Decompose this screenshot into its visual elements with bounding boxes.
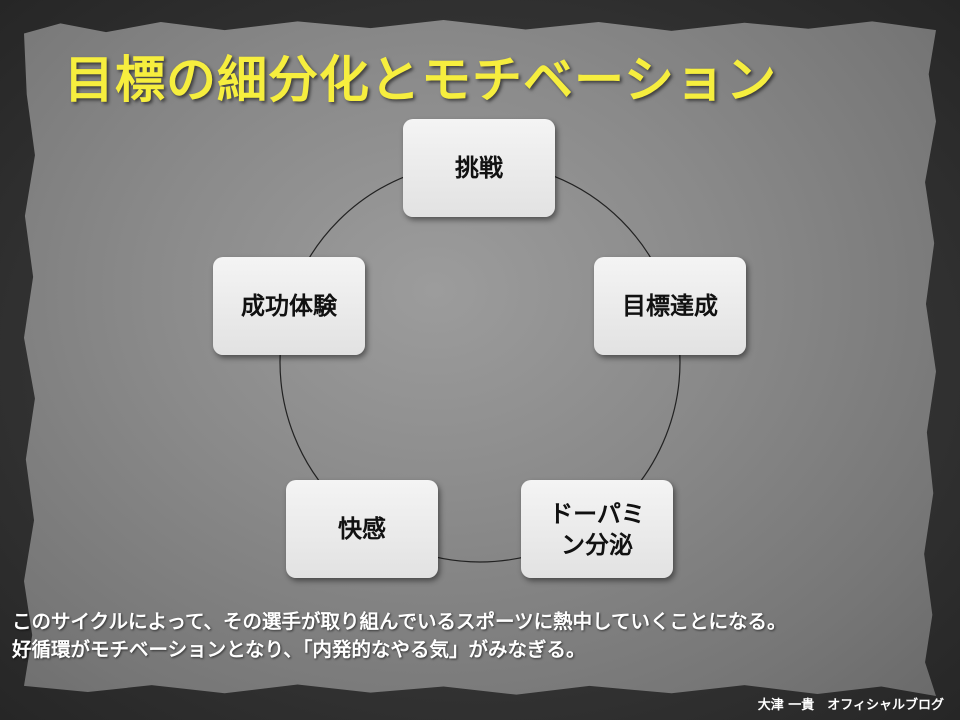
cycle-node-dopamine-release: ドーパミ ン分泌 [521, 480, 673, 578]
slide-title: 目標の細分化とモチベーション [64, 50, 777, 109]
caption-line-2: 好循環がモチベーションとなり、「内発的なやる気」がみなぎる。 [12, 638, 586, 661]
cycle-node-dopamine-label-line-1: ドーパミ [549, 498, 645, 528]
cycle-node-pleasure-label: 快感 [338, 514, 386, 544]
cycle-node-challenge-label: 挑戦 [455, 153, 503, 183]
cycle-node-success-experience: 成功体験 [213, 257, 365, 355]
cycle-node-dopamine-label-line-2: ン分泌 [560, 530, 633, 559]
caption-line-1: このサイクルによって、その選手が取り組んでいるスポーツに熱中していくことになる。 [12, 610, 787, 633]
footer-credit: 大津 一貴 オフィシャルブログ [757, 698, 944, 713]
cycle-node-success-experience-label: 成功体験 [241, 291, 337, 321]
cycle-node-goal-achievement: 目標達成 [594, 257, 746, 355]
cycle-node-goal-achievement-label: 目標達成 [622, 291, 718, 321]
cycle-node-pleasure: 快感 [286, 480, 438, 578]
caption-text: このサイクルによって、その選手が取り組んでいるスポーツに熱中していくことになる。… [12, 608, 787, 664]
cycle-node-challenge: 挑戦 [403, 119, 555, 217]
